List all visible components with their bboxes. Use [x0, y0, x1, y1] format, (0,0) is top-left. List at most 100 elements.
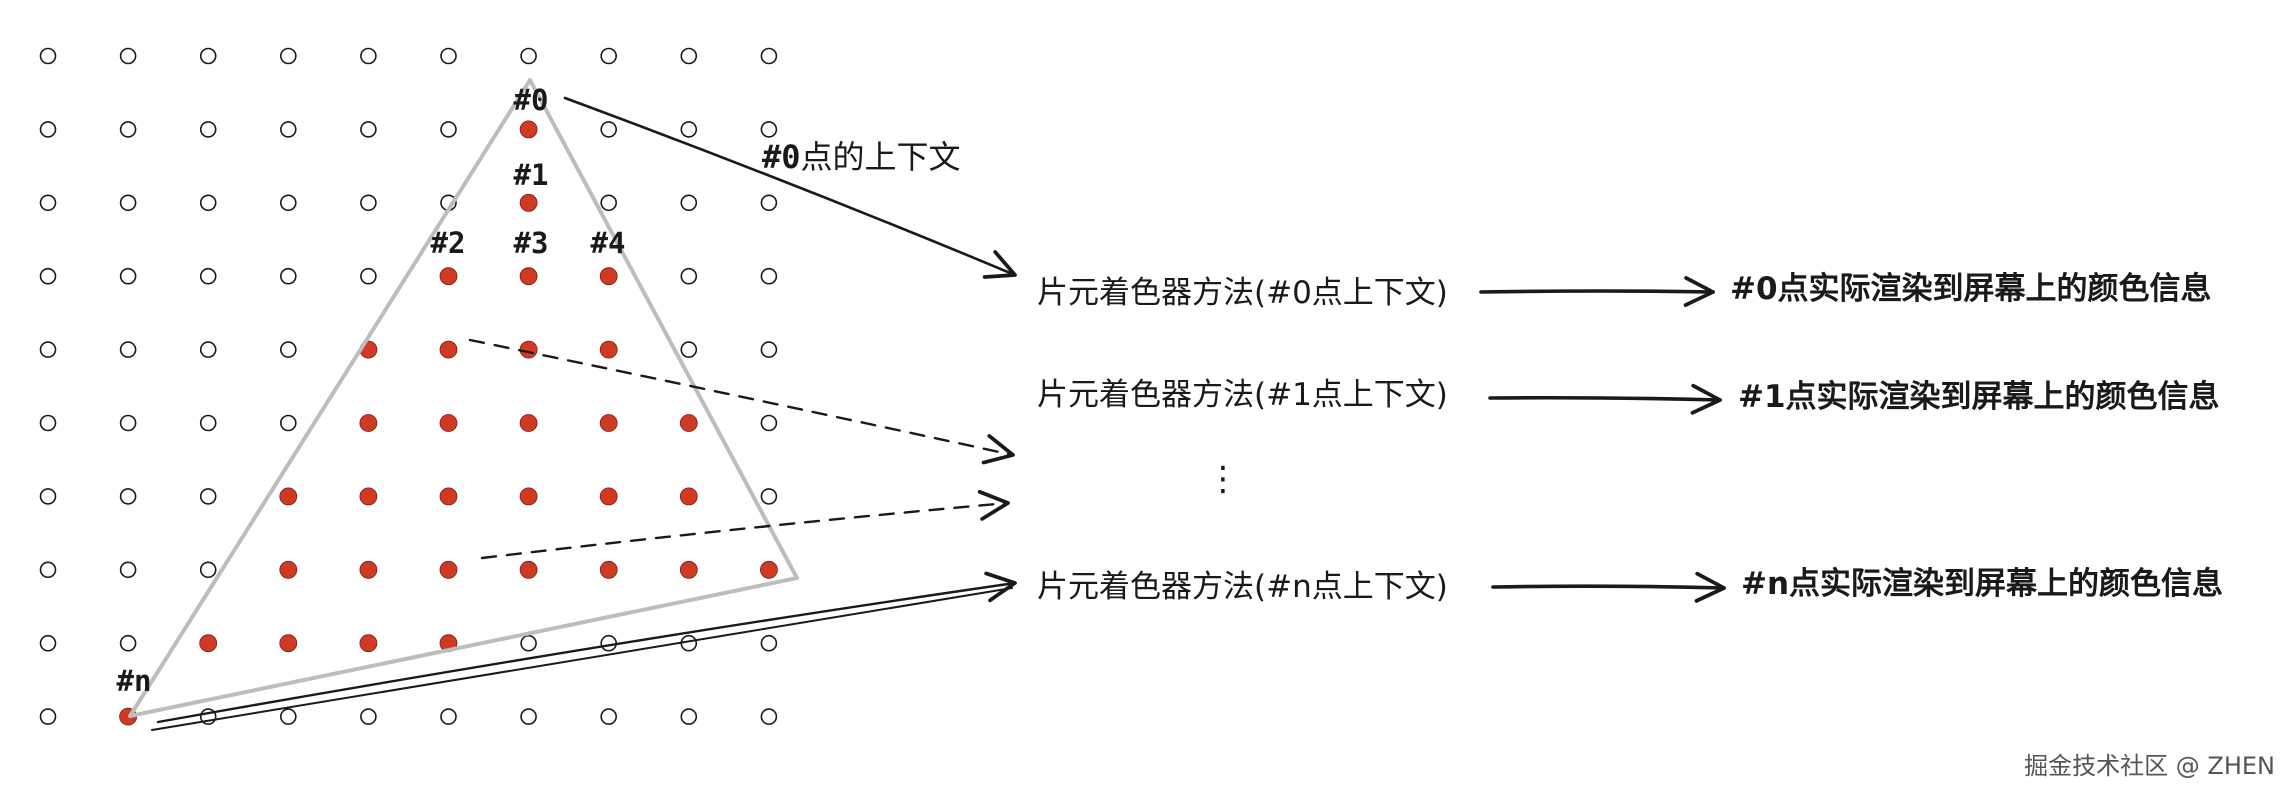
- pixel-fragment-filled: [679, 414, 698, 432]
- pixel-empty: [119, 194, 137, 212]
- watermark: 掘金技术社区 @ ZHEN: [2024, 752, 2275, 780]
- pixel-fragment-filled: [439, 560, 458, 579]
- arrow-point-0-to-shader: [563, 96, 1017, 279]
- pixel-fragment-filled: [599, 560, 618, 579]
- pixel-fragment-filled: [519, 193, 538, 212]
- pixel-empty: [39, 414, 57, 432]
- point-label-2: #2: [431, 226, 466, 260]
- pixel-empty: [760, 47, 778, 65]
- shader-method-row-1: 片元着色器方法(#1点上下文): [1037, 377, 1448, 413]
- pixel-empty: [440, 47, 457, 65]
- pixel-fragment-filled: [359, 634, 378, 653]
- pixel-empty: [39, 194, 57, 212]
- pixel-fragment-filled: [279, 487, 298, 506]
- result-row-1-text: 点实际渲染到屏幕上的颜色信息: [1786, 379, 2220, 415]
- pixel-empty: [199, 488, 217, 505]
- pixel-empty: [119, 414, 137, 432]
- result-row-n-text: 点实际渲染到屏幕上的颜色信息: [1789, 566, 2223, 602]
- result-row-0-id: #0: [1730, 271, 1778, 307]
- pixel-empty: [199, 47, 217, 65]
- point-label-3: #3: [514, 226, 549, 260]
- pixel-empty: [360, 47, 377, 65]
- context-label-prefix: #0: [762, 138, 801, 176]
- pixel-empty: [39, 121, 57, 138]
- context-label-suffix: 点的上下文: [801, 138, 961, 176]
- result-row-n-id: #n: [1741, 566, 1789, 602]
- pixel-fragment-filled: [519, 267, 538, 286]
- pixel-empty: [199, 194, 217, 212]
- arrow-shader-n-to-result: [1491, 571, 1726, 603]
- pixel-empty: [199, 341, 217, 358]
- pixel-fragment-filled: [199, 634, 218, 653]
- pixel-empty: [39, 561, 57, 579]
- point-label-1: #1: [514, 158, 549, 192]
- pixel-empty: [119, 634, 137, 652]
- pixel-empty: [279, 194, 297, 212]
- pixel-empty: [279, 708, 297, 725]
- pixel-empty: [600, 121, 618, 138]
- pixel-empty: [760, 194, 778, 212]
- point-context-label: #0点的上下文: [762, 138, 961, 176]
- pixel-empty: [199, 121, 217, 138]
- pixel-grid: [39, 47, 778, 726]
- pixel-fragment-filled: [519, 414, 538, 432]
- pixel-fragment-filled: [599, 487, 618, 506]
- result-row-0-text: 点实际渲染到屏幕上的颜色信息: [1778, 271, 2212, 307]
- pixel-fragment-filled: [599, 340, 618, 359]
- pixel-empty: [600, 47, 618, 65]
- dashed-arrow-lower: [480, 489, 1010, 560]
- ellipsis: ⋮: [1206, 459, 1240, 499]
- pixel-empty: [680, 708, 698, 725]
- pixel-empty: [440, 121, 457, 138]
- pixel-empty: [39, 341, 57, 358]
- pixel-empty: [279, 121, 297, 138]
- pixel-empty: [520, 47, 537, 65]
- pixel-fragment-filled: [359, 487, 378, 506]
- pixel-empty: [680, 194, 698, 212]
- pixel-fragment-filled: [679, 487, 698, 506]
- pixel-fragment-filled: [599, 267, 618, 286]
- pixel-fragment-filled: [519, 487, 538, 506]
- pixel-fragment-filled: [519, 120, 538, 139]
- pixel-empty: [199, 267, 217, 285]
- pixel-fragment-filled: [439, 340, 458, 359]
- pixel-empty: [199, 414, 217, 432]
- pixel-empty: [760, 634, 778, 652]
- pixel-empty: [119, 561, 137, 579]
- pixel-empty: [760, 121, 778, 138]
- pixel-empty: [760, 341, 778, 358]
- pixel-fragment-filled: [439, 414, 458, 432]
- shader-method-row-n: 片元着色器方法(#n点上下文): [1037, 569, 1448, 605]
- arrow-point-n-to-shader-b: [151, 587, 1013, 731]
- pixel-fragment-filled: [279, 560, 298, 579]
- pixel-empty: [600, 194, 618, 212]
- pixel-empty: [760, 708, 778, 725]
- pixel-empty: [199, 561, 217, 579]
- pixel-empty: [279, 341, 297, 358]
- pixel-empty: [119, 121, 137, 138]
- point-label-4: #4: [591, 226, 626, 260]
- arrow-shader-1-to-result: [1488, 383, 1722, 415]
- shader-method-row-0: 片元着色器方法(#0点上下文): [1037, 275, 1448, 311]
- pixel-empty: [680, 341, 698, 358]
- pixel-empty: [520, 634, 537, 652]
- pixel-empty: [360, 194, 377, 212]
- dashed-arrow-upper: [468, 338, 1015, 465]
- pixel-empty: [600, 634, 618, 652]
- pixel-empty: [680, 121, 698, 138]
- pixel-empty: [600, 708, 618, 725]
- pixel-fragment-filled: [679, 560, 698, 579]
- pixel-fragment-filled: [359, 414, 378, 432]
- pixel-empty: [760, 488, 778, 505]
- pixel-empty: [440, 708, 457, 725]
- result-row-1: #1点实际渲染到屏幕上的颜色信息: [1738, 379, 2220, 415]
- pixel-fragment-filled: [439, 267, 458, 286]
- result-row-n: #n点实际渲染到屏幕上的颜色信息: [1741, 566, 2223, 602]
- pixel-empty: [520, 708, 537, 725]
- pixel-empty: [279, 267, 297, 285]
- pixel-fragment-filled: [359, 560, 378, 579]
- pixel-fragment-filled: [439, 487, 458, 506]
- pixel-empty: [119, 341, 137, 358]
- arrow-shader-0-to-result: [1479, 276, 1715, 307]
